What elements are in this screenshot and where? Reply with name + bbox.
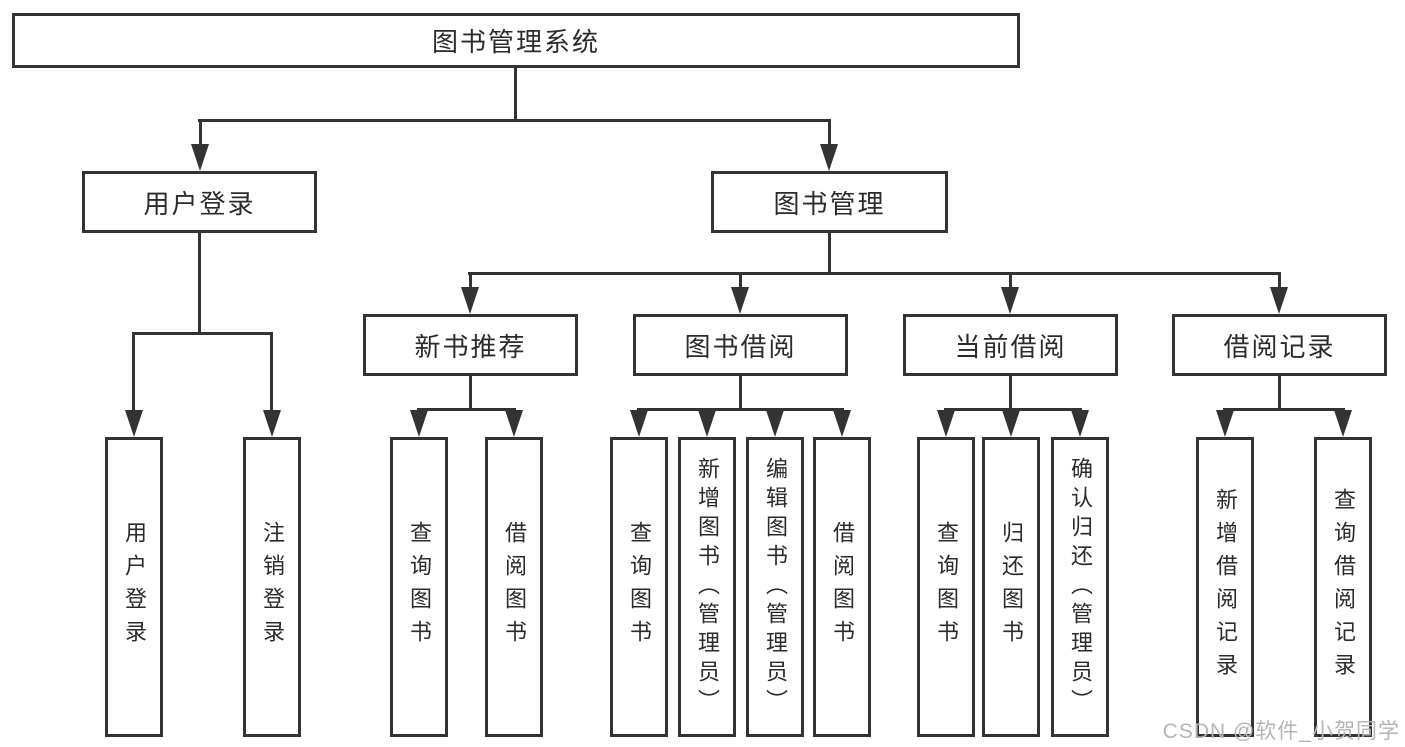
edge-arrowhead bbox=[1071, 410, 1089, 437]
edge-line bbox=[469, 374, 472, 410]
leaf-borrow-add-books-admin: 新增图书（管理员） bbox=[678, 437, 736, 737]
leaf-borrow-borrow-books: 借阅图书 bbox=[813, 437, 871, 737]
edge-arrowhead bbox=[505, 410, 523, 437]
edge-line bbox=[1223, 408, 1345, 411]
edge-line bbox=[198, 231, 201, 333]
edge-line bbox=[1278, 374, 1281, 410]
edge-arrowhead bbox=[766, 410, 784, 437]
leaf-records-query-record: 查询借阅记录 bbox=[1314, 437, 1372, 737]
leaf-borrow-query-books: 查询图书 bbox=[610, 437, 668, 737]
csdn-watermark: CSDN @软件_小贺同学 bbox=[1162, 720, 1400, 743]
leaf-label: 查询借阅记录 bbox=[1331, 488, 1356, 686]
edge-line bbox=[198, 119, 831, 122]
node-book-management: 图书管理 bbox=[711, 171, 948, 233]
edge-line bbox=[739, 273, 742, 289]
edge-arrowhead bbox=[125, 410, 143, 437]
leaf-label: 归还图书 bbox=[999, 521, 1024, 653]
node-borrow-records: 借阅记录 bbox=[1172, 314, 1387, 376]
leaf-label: 新增借阅记录 bbox=[1213, 488, 1238, 686]
edge-line bbox=[1009, 374, 1012, 410]
edge-arrowhead bbox=[833, 410, 851, 437]
leaf-label: 查询图书 bbox=[407, 521, 432, 653]
edge-arrowhead bbox=[630, 410, 648, 437]
leaf-label: 用户登录 bbox=[122, 521, 147, 653]
node-root: 图书管理系统 bbox=[12, 13, 1020, 68]
edge-arrowhead bbox=[1001, 287, 1019, 314]
leaf-current-return-books: 归还图书 bbox=[982, 437, 1040, 737]
edge-arrowhead bbox=[937, 410, 955, 437]
edge-line bbox=[132, 333, 135, 412]
leaf-label: 借阅图书 bbox=[830, 521, 855, 653]
edge-line bbox=[469, 273, 472, 289]
leaf-records-add-record: 新增借阅记录 bbox=[1196, 437, 1254, 737]
edge-arrowhead bbox=[1270, 287, 1288, 314]
edge-arrowhead bbox=[820, 144, 838, 171]
leaf-logout: 注销登录 bbox=[243, 437, 301, 737]
edge-line bbox=[828, 120, 831, 146]
edge-line bbox=[199, 120, 202, 146]
edge-line bbox=[1009, 273, 1012, 289]
node-new-book-recommend: 新书推荐 bbox=[363, 314, 578, 376]
node-book-borrow: 图书借阅 bbox=[633, 314, 848, 376]
leaf-label: 新增图书（管理员） bbox=[695, 456, 720, 718]
edge-line bbox=[739, 374, 742, 410]
leaf-label: 编辑图书（管理员） bbox=[763, 456, 788, 718]
edge-line bbox=[132, 332, 273, 335]
leaf-label: 确认归还（管理员） bbox=[1068, 456, 1093, 718]
node-current-borrow: 当前借阅 bbox=[903, 314, 1118, 376]
edge-arrowhead bbox=[191, 144, 209, 171]
edge-line bbox=[468, 272, 1281, 275]
leaf-recommend-query-books: 查询图书 bbox=[390, 437, 448, 737]
leaf-current-confirm-return-admin: 确认归还（管理员） bbox=[1051, 437, 1109, 737]
edge-line bbox=[417, 408, 516, 411]
edge-arrowhead bbox=[461, 287, 479, 314]
edge-arrowhead bbox=[263, 410, 281, 437]
edge-arrowhead bbox=[1334, 410, 1352, 437]
edge-line bbox=[1278, 273, 1281, 289]
edge-line bbox=[270, 333, 273, 412]
edge-line bbox=[637, 408, 844, 411]
edge-arrowhead bbox=[1002, 410, 1020, 437]
edge-arrowhead bbox=[698, 410, 716, 437]
edge-arrowhead bbox=[731, 287, 749, 314]
leaf-current-query-books: 查询图书 bbox=[917, 437, 975, 737]
edge-line bbox=[514, 66, 517, 120]
edge-line bbox=[944, 408, 1082, 411]
leaf-label: 查询图书 bbox=[934, 521, 959, 653]
leaf-borrow-edit-books-admin: 编辑图书（管理员） bbox=[746, 437, 804, 737]
edge-arrowhead bbox=[1216, 410, 1234, 437]
leaf-label: 注销登录 bbox=[260, 521, 285, 653]
leaf-label: 查询图书 bbox=[627, 521, 652, 653]
edge-line bbox=[828, 231, 831, 273]
edge-arrowhead bbox=[410, 410, 428, 437]
leaf-recommend-borrow-books: 借阅图书 bbox=[485, 437, 543, 737]
leaf-user-login: 用户登录 bbox=[105, 437, 163, 737]
leaf-label: 借阅图书 bbox=[502, 521, 527, 653]
node-user-login: 用户登录 bbox=[82, 171, 317, 233]
